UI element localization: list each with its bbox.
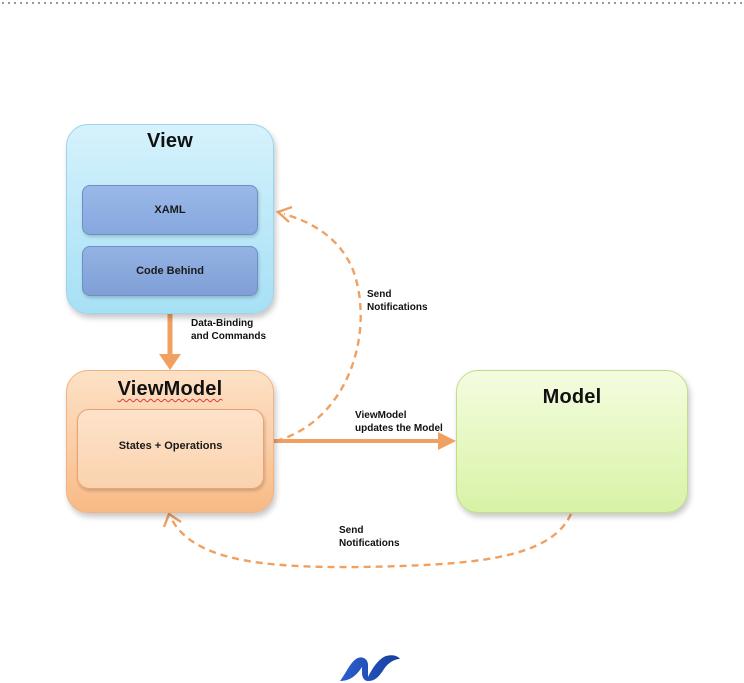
model-title: Model	[542, 386, 602, 408]
view-title: View	[146, 130, 193, 152]
data-binding-arrow	[159, 314, 181, 370]
top-dotted-border	[2, 2, 744, 4]
send-notifications-bottom-label: Send Notifications	[339, 525, 400, 549]
xaml-box: XAML	[82, 185, 258, 235]
viewmodel-box: ViewModel States + Operations	[66, 370, 274, 513]
data-binding-label: Data-Binding and Commands	[191, 318, 267, 342]
states-operations-label: States + Operations	[118, 440, 223, 452]
states-operations-box: States + Operations	[77, 409, 264, 489]
viewmodel-title: ViewModel	[117, 378, 223, 400]
code-behind-label: Code Behind	[136, 265, 204, 277]
model-box: Model	[456, 370, 688, 513]
view-box: View XAML Code Behind	[66, 124, 274, 314]
xaml-label: XAML	[154, 204, 186, 216]
send-notifications-viewmodel-arrow	[162, 512, 573, 569]
viewmodel-updates-model-arrow	[274, 432, 456, 450]
viewmodel-updates-model-label: ViewModel updates the Model	[355, 410, 443, 434]
send-notifications-top-label: Send Notifications	[367, 289, 428, 313]
send-notifications-view-arrow	[275, 205, 362, 443]
code-behind-box: Code Behind	[82, 246, 258, 296]
dotnet-logo-icon	[340, 655, 400, 681]
